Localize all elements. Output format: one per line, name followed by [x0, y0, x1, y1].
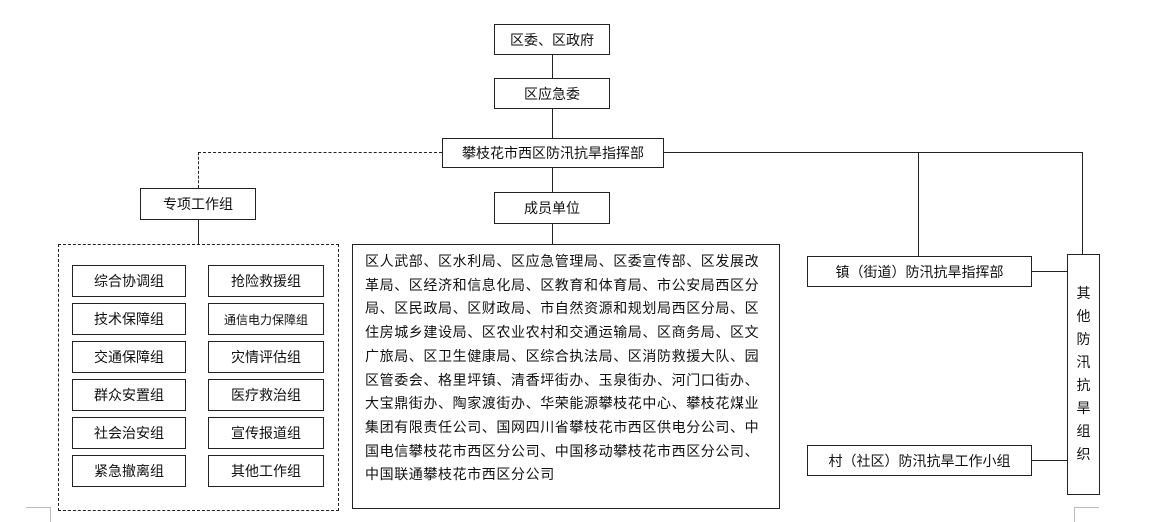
other-org-char: 其 — [1076, 285, 1091, 302]
page-corner-mark — [1074, 507, 1099, 522]
district-committee-label: 区委、区政府 — [510, 32, 594, 49]
group-comprehensive-coordination: 综合协调组 — [72, 265, 186, 297]
group-traffic-support: 交通保障组 — [72, 341, 186, 373]
group-label: 其他工作组 — [231, 464, 301, 480]
connector — [918, 152, 919, 256]
group-technical-support: 技术保障组 — [72, 303, 186, 335]
town-hq-box: 镇（街道）防汛抗旱指挥部 — [807, 256, 1032, 287]
group-label: 通信电力保障组 — [223, 312, 308, 327]
group-publicity: 宣传报道组 — [208, 417, 324, 449]
dashed-connector — [198, 152, 442, 153]
other-org-char: 他 — [1076, 308, 1091, 325]
group-disaster-assessment: 灾情评估组 — [208, 341, 324, 373]
connector — [552, 167, 553, 192]
flood-drought-hq-box: 攀枝花市西区防汛抗旱指挥部 — [442, 138, 664, 168]
group-label: 紧急撤离组 — [94, 464, 164, 480]
connector — [552, 108, 553, 138]
group-label: 灾情评估组 — [231, 350, 301, 366]
other-org-char: 抗 — [1076, 377, 1091, 394]
group-label: 综合协调组 — [94, 274, 164, 290]
group-emergency-evacuation: 紧急撤离组 — [72, 455, 186, 487]
connector — [198, 220, 199, 244]
group-communication-power: 通信电力保障组 — [208, 303, 324, 335]
member-units-list: 区人武部、区水利局、区应急管理局、区委宣传部、区发展改革局、区经济和信息化局、区… — [352, 244, 780, 509]
emergency-committee-box: 区应急委 — [494, 78, 610, 109]
page-corner-mark — [26, 507, 51, 522]
other-org-char: 防 — [1076, 331, 1091, 348]
special-work-group-label: 专项工作组 — [163, 197, 233, 213]
group-label: 抢险救援组 — [231, 274, 301, 290]
group-rescue: 抢险救援组 — [208, 265, 324, 297]
other-org-char: 织 — [1076, 446, 1091, 463]
district-committee-box: 区委、区政府 — [494, 24, 610, 55]
other-org-char: 组 — [1076, 423, 1091, 440]
group-resettlement: 群众安置组 — [72, 379, 186, 411]
group-other: 其他工作组 — [208, 455, 324, 487]
village-group-box: 村（社区）防汛抗旱工作小组 — [807, 445, 1032, 476]
group-label: 技术保障组 — [94, 312, 164, 328]
other-org-char: 汛 — [1076, 354, 1091, 371]
village-group-label: 村（社区）防汛抗旱工作小组 — [828, 453, 1011, 470]
group-medical-treatment: 医疗救治组 — [208, 379, 324, 411]
group-label: 交通保障组 — [94, 350, 164, 366]
group-label: 社会治安组 — [94, 426, 164, 442]
emergency-committee-label: 区应急委 — [524, 86, 580, 103]
group-label: 宣传报道组 — [231, 426, 301, 442]
group-public-security: 社会治安组 — [72, 417, 186, 449]
group-label: 群众安置组 — [94, 388, 164, 404]
other-organizations-box: 其 他 防 汛 抗 旱 组 织 — [1067, 254, 1100, 495]
connector — [1082, 152, 1083, 254]
member-units-box: 成员单位 — [494, 192, 610, 224]
member-units-label: 成员单位 — [524, 201, 580, 217]
dashed-connector — [198, 152, 199, 188]
connector — [552, 224, 553, 244]
flood-drought-hq-label: 攀枝花市西区防汛抗旱指挥部 — [462, 146, 644, 162]
connector — [552, 54, 553, 78]
connector — [664, 152, 1083, 153]
work-groups-container — [58, 244, 339, 511]
special-work-group-box: 专项工作组 — [140, 188, 256, 220]
group-label: 医疗救治组 — [231, 388, 301, 404]
connector — [1031, 460, 1067, 461]
connector — [1031, 271, 1067, 272]
town-hq-label: 镇（街道）防汛抗旱指挥部 — [835, 264, 1004, 281]
other-org-char: 旱 — [1076, 400, 1091, 417]
